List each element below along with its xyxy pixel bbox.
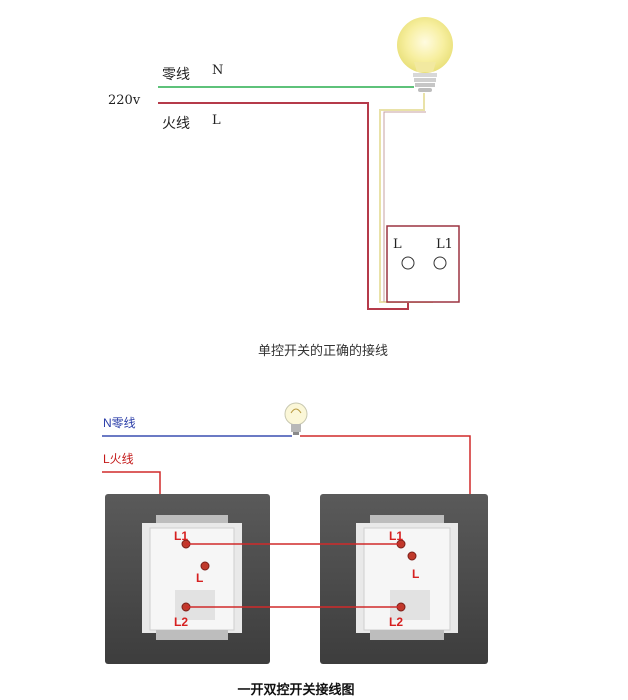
- bottom-caption: 一开双控开关接线图: [237, 682, 354, 698]
- live-label: 火线: [162, 116, 190, 132]
- small-bulb-icon: [284, 402, 308, 435]
- right-l2-label: L2: [389, 615, 403, 629]
- switch-terminal-l1: [433, 256, 447, 270]
- right-switch-panel: L1 L L2: [320, 494, 488, 664]
- top-caption: 单控开关的正确的接线: [258, 343, 388, 359]
- neutral-letter: N: [212, 63, 223, 78]
- left-l1-label: L1: [174, 529, 188, 543]
- left-l2-label: L2: [174, 615, 188, 629]
- right-l1-label: L1: [389, 529, 403, 543]
- neutral-label: 零线: [162, 67, 190, 83]
- switch-terminal-l-label: L: [393, 237, 402, 252]
- live-wire: [158, 102, 409, 310]
- voltage-label: 220v: [108, 93, 141, 108]
- live-letter: L: [212, 113, 221, 128]
- neutral-line-label: N零线: [103, 416, 136, 430]
- right-l-label: L: [412, 567, 419, 581]
- live-line-label: L火线: [103, 452, 134, 466]
- two-way-switch-diagram: L1 L L2 L1 L L2 N零线 L火线 一开双控开关接线图: [102, 402, 488, 698]
- switch-box: [386, 225, 460, 303]
- switch-terminal-l: [401, 256, 415, 270]
- switch-terminal-l1-label: L1: [436, 237, 453, 252]
- left-l-label: L: [196, 571, 203, 585]
- left-switch-panel: L1 L L2: [105, 494, 270, 664]
- single-switch-diagram: L L1 零线 N 220v 火线 L 单控开关的正确的接线: [108, 17, 460, 359]
- bulb-icon: [397, 17, 453, 92]
